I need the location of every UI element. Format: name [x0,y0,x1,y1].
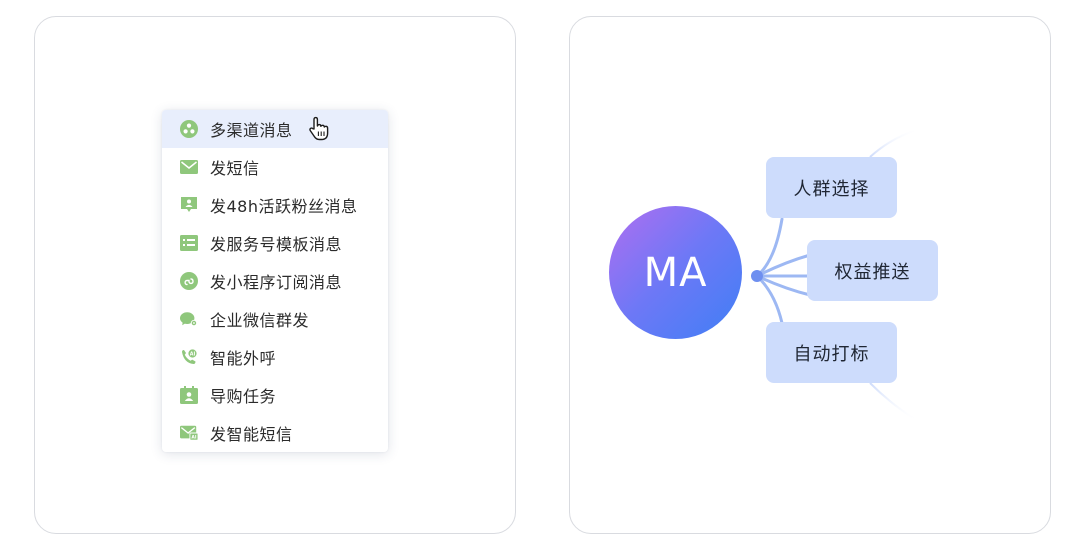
ma-center-circle: MA [609,206,742,339]
menu-item-label: 发智能短信 [210,425,293,444]
hub-dot [751,270,763,282]
channels-icon [180,120,198,138]
node-benefit-push: 权益推送 [807,240,938,301]
node-label: 权益推送 [834,261,911,283]
svg-text:AI: AI [190,351,196,357]
ai-call-icon: AI [180,348,198,366]
node-label: 自动打标 [793,343,870,365]
ma-diagram-card: MA 人群选择 权益推送 自动打标 [569,16,1051,534]
hand-pointer-icon [309,116,329,141]
action-dropdown-menu: 多渠道消息 发短信 发48h活跃粉丝消息 [162,110,388,452]
menu-item-label: 发短信 [210,159,260,178]
node-audience-selection: 人群选择 [766,157,897,218]
svg-text:AI: AI [191,435,196,441]
menu-item-shopping-guide-task[interactable]: 导购任务 [162,376,388,414]
envelope-icon [180,158,198,176]
smart-sms-icon: AI [180,424,198,442]
connector-lines [751,128,1000,422]
menu-item-label: 发48h活跃粉丝消息 [210,197,358,216]
ma-label: MA [643,249,708,296]
menu-item-label: 导购任务 [210,387,277,406]
shopping-guide-icon [180,386,198,404]
menu-item-label: 多渠道消息 [210,121,293,140]
node-auto-tagging: 自动打标 [766,322,897,383]
menu-item-template-message[interactable]: 发服务号模板消息 [162,224,388,262]
menu-item-active-fans-message[interactable]: 发48h活跃粉丝消息 [162,186,388,224]
template-message-icon [180,234,198,252]
menu-item-label: 智能外呼 [210,349,277,368]
wecom-icon [180,310,198,328]
menu-card: 多渠道消息 发短信 发48h活跃粉丝消息 [34,16,516,534]
menu-item-send-sms[interactable]: 发短信 [162,148,388,186]
menu-item-label: 发服务号模板消息 [210,235,343,254]
menu-item-ai-outbound-call[interactable]: AI 智能外呼 [162,338,388,376]
fan-message-icon [180,196,198,214]
node-label: 人群选择 [793,178,870,200]
mini-program-icon [180,272,198,290]
menu-item-smart-sms[interactable]: AI 发智能短信 [162,414,388,452]
menu-item-label: 发小程序订阅消息 [210,273,343,292]
menu-item-label: 企业微信群发 [210,311,310,330]
menu-item-multichannel-message[interactable]: 多渠道消息 [162,110,388,148]
menu-item-mini-program-message[interactable]: 发小程序订阅消息 [162,262,388,300]
menu-item-wecom-broadcast[interactable]: 企业微信群发 [162,300,388,338]
